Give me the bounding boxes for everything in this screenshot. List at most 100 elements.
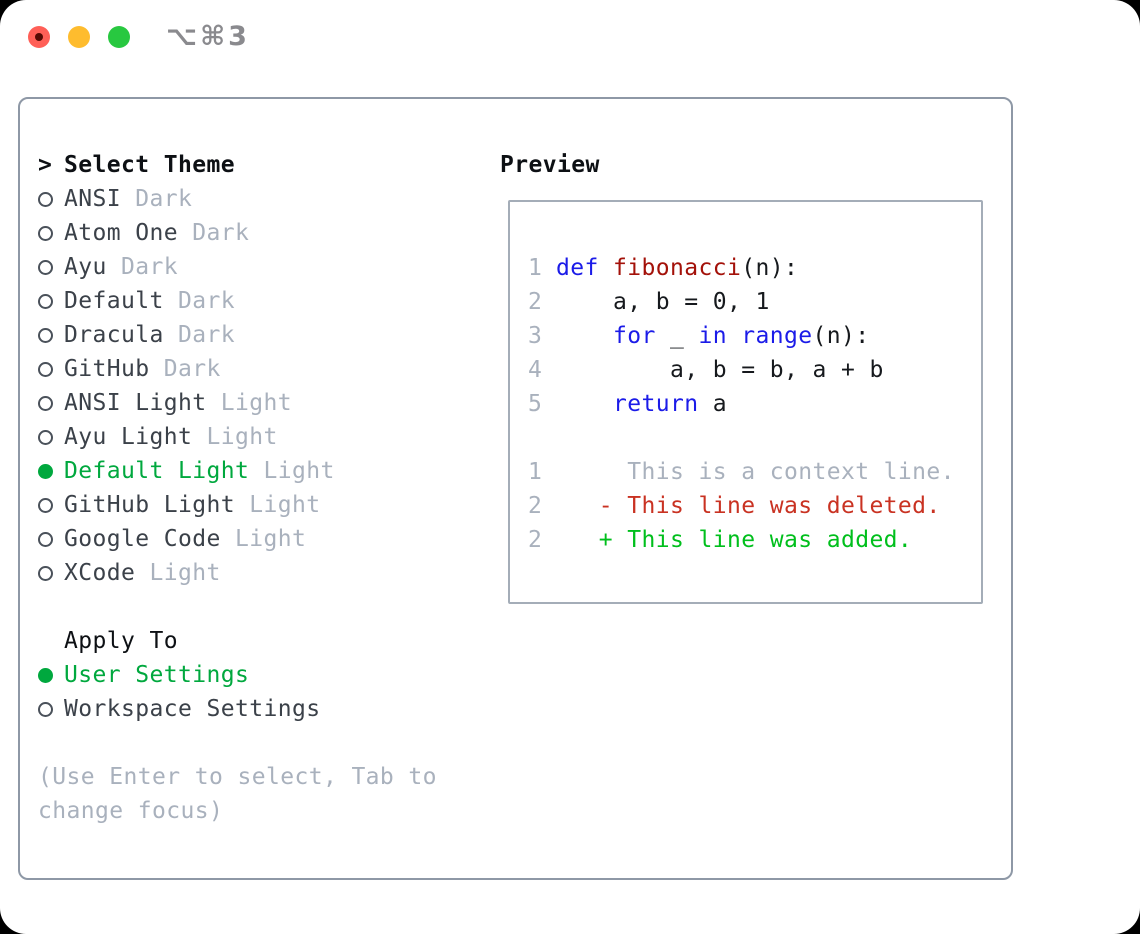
theme-option[interactable]: Atom One Dark [38,216,437,250]
radio-circle [38,565,53,581]
preview-header: Preview [500,152,600,178]
theme-variant: Dark [177,220,250,246]
radio-circle [38,259,53,275]
blank-line [528,421,981,455]
code-segment: a, b = 0, 1 [556,289,770,315]
window-title: ⌥⌘3 [166,21,250,52]
code-segment: (n): [812,323,870,349]
theme-option[interactable]: ANSI Dark [38,182,437,216]
radio-circle [38,191,53,207]
theme-option[interactable]: Ayu Dark [38,250,437,284]
theme-option-label: Dracula Dark [64,318,235,352]
theme-option[interactable]: Default Light Light [38,454,437,488]
theme-option-label: Default Dark [64,284,235,318]
radio-dot [38,463,53,479]
theme-list-header: Select Theme [64,152,235,178]
code-segment: for [613,323,656,349]
minimize-button[interactable] [68,26,90,48]
line-number: 4 [528,357,543,383]
diff-line-context: 1 This is a context line. [528,455,981,489]
apply-to-option[interactable]: Workspace Settings [38,692,437,726]
radio-circle [38,429,53,445]
line-content: a, b = 0, 1 [556,285,770,319]
radio-icon [38,225,64,241]
apply-to-header-row: Apply To [38,624,437,658]
theme-variant: Light [234,492,321,518]
theme-option[interactable]: GitHub Light Light [38,488,437,522]
theme-variant: Dark [106,254,178,280]
theme-name: GitHub Light [64,492,235,518]
radio-icon [38,429,64,445]
apply-to-option[interactable]: User Settings [38,658,437,692]
radio-dot [38,667,53,683]
line-content: This is a context line. [556,455,955,489]
theme-option[interactable]: XCode Light [38,556,437,590]
theme-name: Google Code [64,526,221,552]
line-number [528,421,542,455]
theme-option-label: GitHub Dark [64,352,221,386]
theme-option[interactable]: Google Code Light [38,522,437,556]
radio-circle [38,293,53,309]
theme-name: Ayu Light [64,424,193,450]
code-line: 2 a, b = 0, 1 [528,285,981,319]
radio-icon [38,361,64,377]
theme-option[interactable]: Dracula Dark [38,318,437,352]
spacer [38,590,437,624]
radio-circle [38,225,53,241]
help-text-line1: (Use Enter to select, Tab to [38,764,437,790]
theme-name: Default [64,288,164,314]
spacer [38,726,437,760]
code-segment: a, b = b, a + b [556,357,884,383]
code-segment [727,323,741,349]
line-number: 1 [528,459,543,485]
code-segment: This is a context line. [556,459,955,485]
code-segment: def [556,255,599,281]
zoom-button[interactable] [108,26,130,48]
code-segment [556,323,613,349]
radio-circle [38,327,53,343]
theme-option[interactable]: GitHub Dark [38,352,437,386]
theme-option[interactable]: ANSI Light Light [38,386,437,420]
code-segment: in [698,323,727,349]
radio-circle [38,701,53,717]
diff-line-deleted: 2 - This line was deleted. [528,489,981,523]
radio-circle [38,395,53,411]
theme-option-label: Google Code Light [64,522,306,556]
theme-name: Default Light [64,458,250,484]
diff-line-added: 2 + This line was added. [528,523,981,557]
theme-name: XCode [64,560,136,586]
line-content: + This line was added. [556,523,912,557]
theme-option[interactable]: Default Dark [38,284,437,318]
apply-to-option-label: Workspace Settings [64,696,321,722]
radio-circle [38,361,53,377]
selection-prompt-icon: > [38,152,53,178]
code-segment: return [613,391,699,417]
radio-circle [38,531,53,547]
close-button[interactable] [28,26,50,48]
radio-icon [38,531,64,547]
code-segment: _ [655,323,699,349]
apply-to-header: Apply To [64,628,178,654]
apply-to-option-label: User Settings [64,662,250,688]
radio-icon [38,701,64,717]
theme-option-label: Default Light Light [64,454,335,488]
code-segment: a [698,391,727,417]
radio-icon [38,293,64,309]
help-text-line2: change focus) [38,798,224,824]
line-number: 5 [528,391,543,417]
line-number: 2 [528,493,543,519]
theme-option-label: Ayu Dark [64,250,178,284]
theme-variant: Light [249,458,335,484]
code-segment: - This line was deleted. [556,493,941,519]
theme-name: Dracula [64,322,164,348]
theme-variant: Light [206,390,292,416]
theme-option[interactable]: Ayu Light Light [38,420,437,454]
radio-icon [38,395,64,411]
theme-option-label: XCode Light [64,556,221,590]
code-segment: (n): [741,255,799,281]
theme-option-label: ANSI Light Light [64,386,292,420]
